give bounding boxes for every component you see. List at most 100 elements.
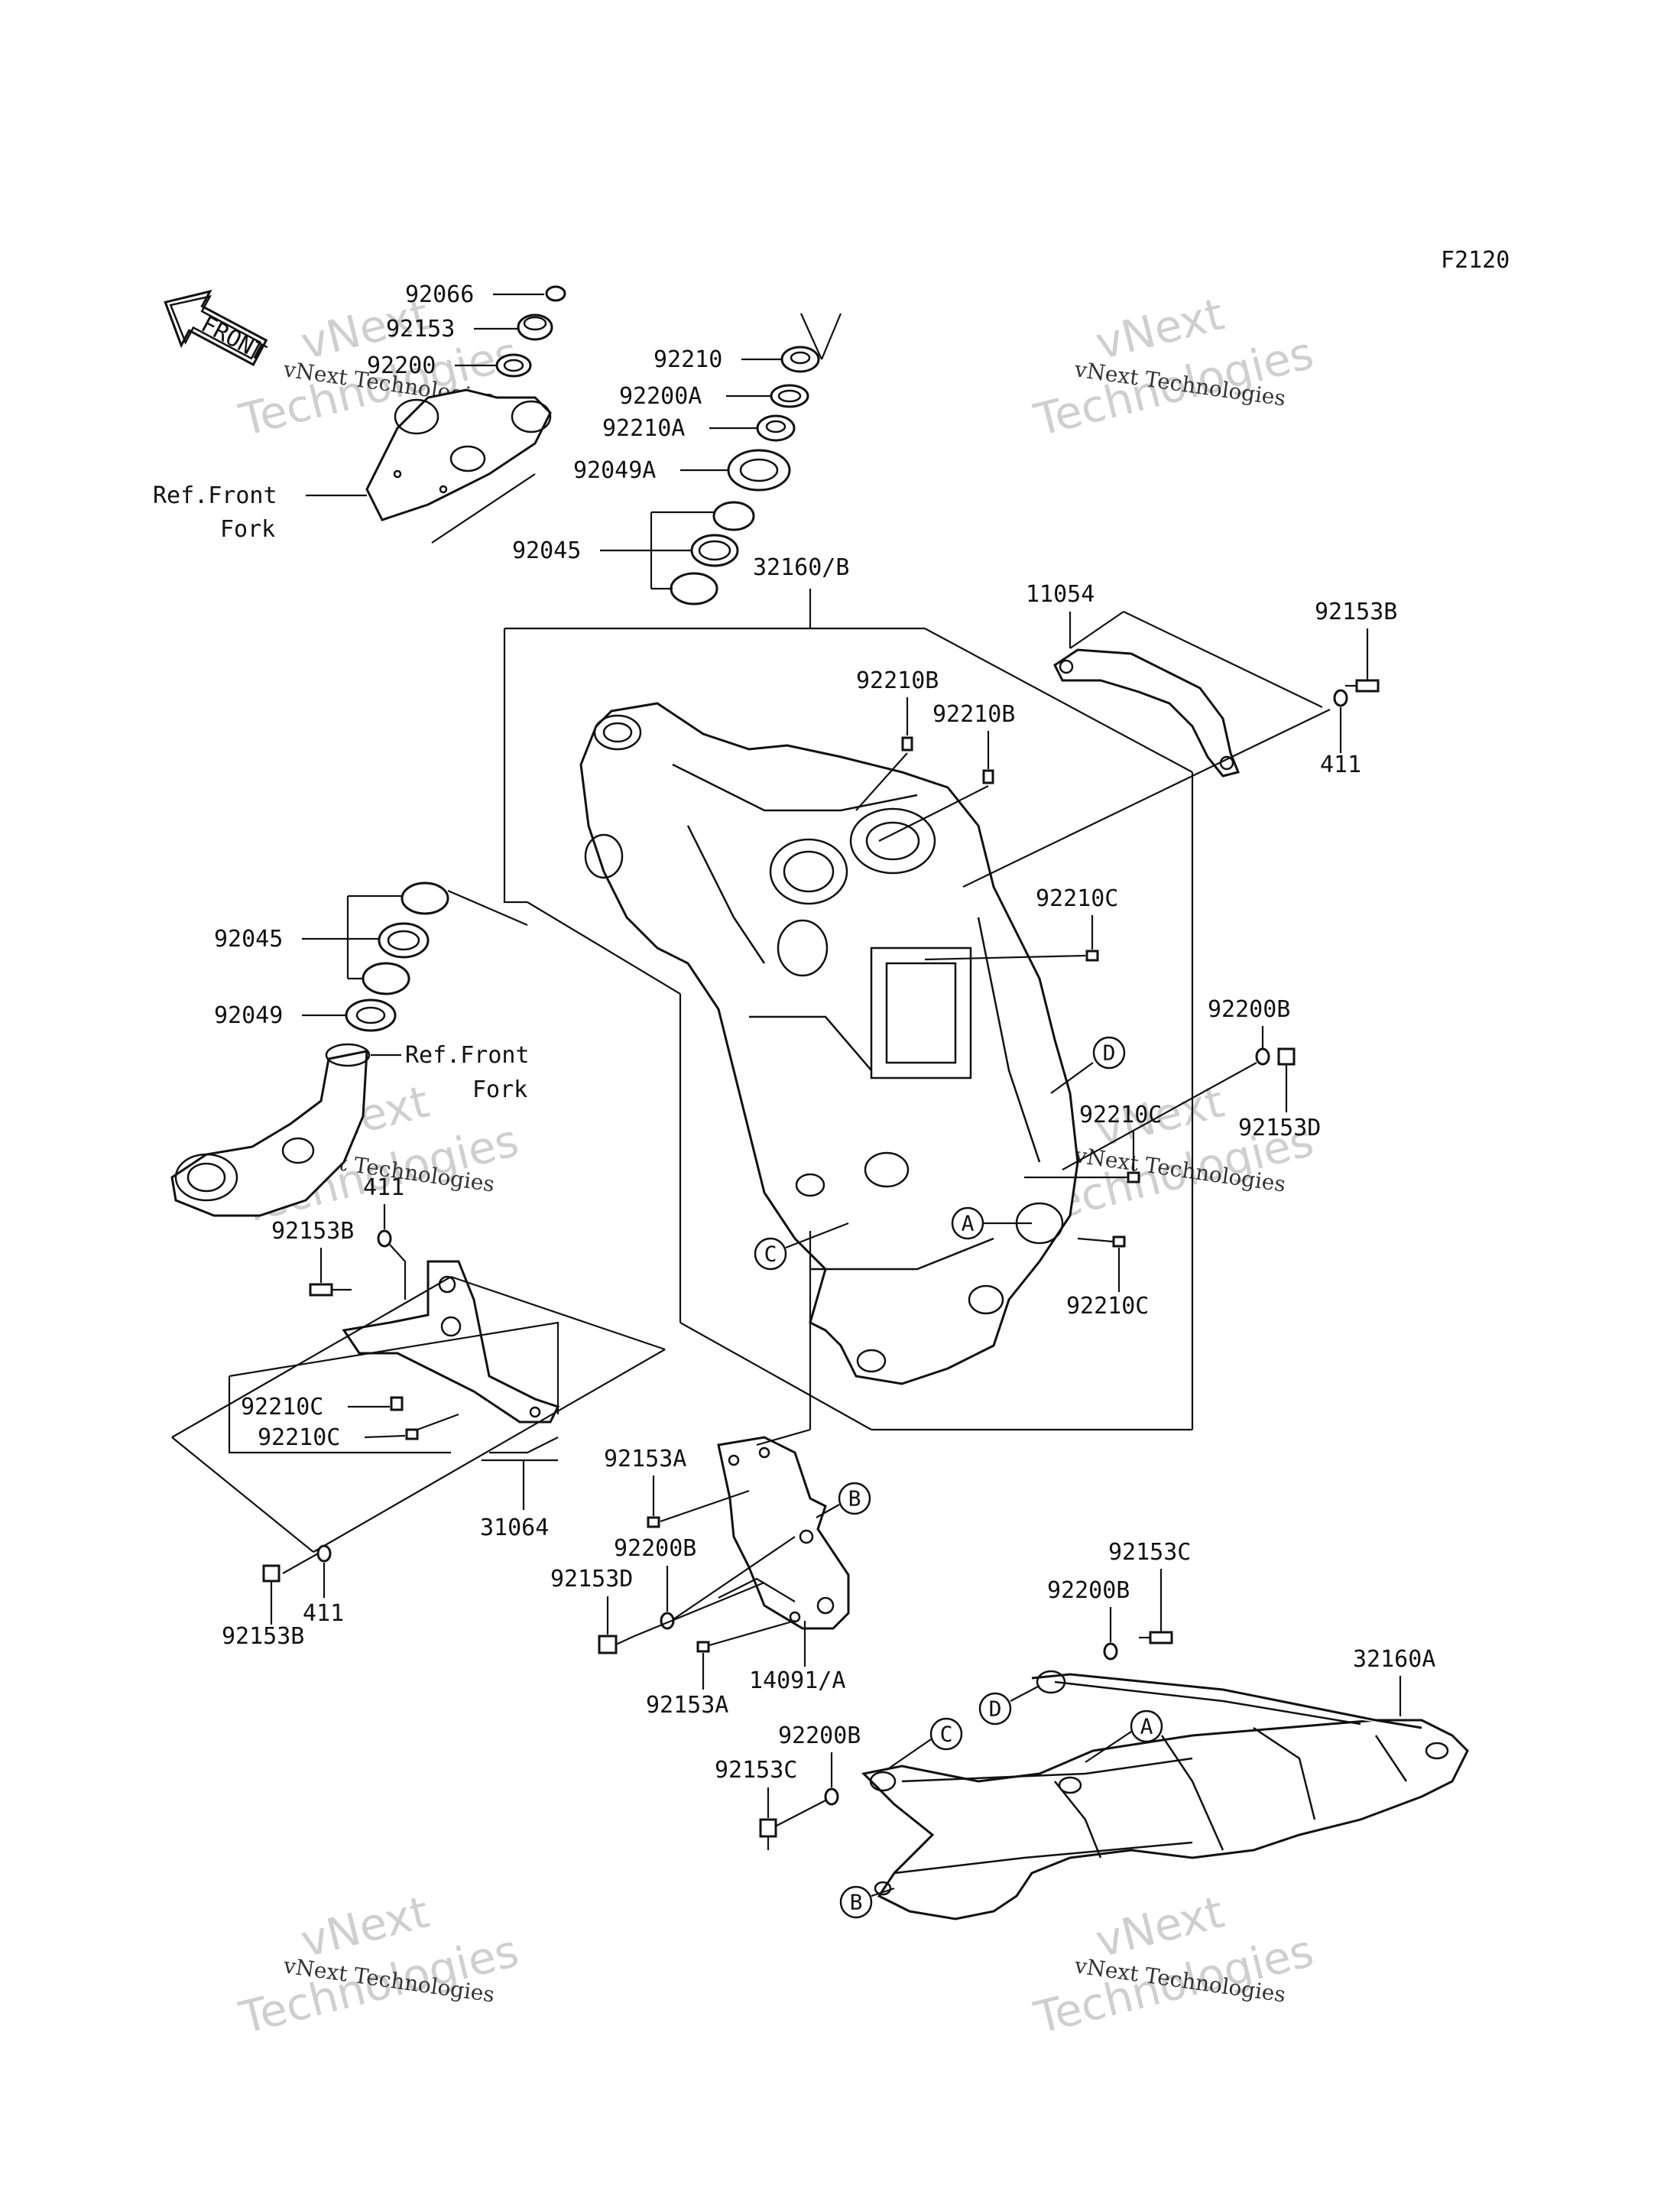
bracket-31064 [342,1260,560,1424]
bolt-92210B-2 [982,769,994,784]
bolt-92153B-bottom [262,1564,281,1605]
bolt-92210C-5 [405,1428,419,1440]
watermark-top-right: vNext Technologies vNext Technologies [1029,288,1318,446]
svg-text:D: D [989,1696,1002,1722]
bolt-92153B-mid [309,1283,352,1297]
label-92066: 92066 [405,281,474,308]
label-11054: 11054 [1026,581,1095,608]
bolt-92210C-3 [1112,1235,1126,1248]
label-92153D-right: 92153D [1238,1115,1321,1141]
label-92153A-1: 92153A [604,1446,686,1472]
bolt-92210C-4 [390,1396,404,1411]
label-31064: 31064 [480,1515,549,1541]
ref-marker-B-subframe: B [839,1885,895,1919]
washer-92200A [770,384,809,408]
front-arrow-icon: FRONT [164,289,270,367]
seal-92049 [345,998,397,1032]
screw-92153A-2 [696,1641,710,1653]
washer-92200B-right [1255,1047,1270,1066]
label-92210B-1: 92210B [856,667,939,694]
upper-triple-clamp [365,388,552,521]
screw-92153A-1 [647,1516,660,1528]
label-ref-front-fork-1a: Ref.Front [153,482,277,509]
ref-marker-A-subframe: A [1085,1709,1163,1763]
bolt-92153D-right [1277,1047,1296,1086]
ref-marker-B-cover: B [816,1482,871,1518]
label-ref-front-fork-1b: Fork [220,516,275,543]
svg-text:C: C [940,1722,953,1747]
label-92210C-2: 92210C [1079,1102,1162,1128]
label-92210A: 92210A [602,415,685,442]
bearing-92045-top [670,501,755,606]
seal-92049A [727,449,791,492]
cap-92066 [545,285,566,302]
label-92200B-right: 92200B [1208,996,1290,1023]
nut-92153 [517,313,553,341]
washer-92200 [495,353,532,378]
cover-14091A [717,1436,850,1630]
svg-text:B: B [848,1486,861,1511]
svg-text:D: D [1103,1041,1116,1066]
label-92210B-2: 92210B [932,701,1015,728]
washer-92200B-bottom [824,1787,839,1806]
bolt-92153D-mid [598,1635,635,1654]
label-92153B-bottom: 92153B [222,1623,304,1650]
label-32160A: 32160A [1353,1646,1435,1673]
label-92200B-right2: 92200B [1047,1577,1130,1604]
label-92153A-2: 92153A [646,1692,728,1719]
label-92200A: 92200A [619,383,702,410]
watermark-bottom-left: vNext Technologies vNext Technologies [234,1886,524,2044]
label-ref-front-fork-2a: Ref.Front [405,1042,530,1069]
label-92210C-5: 92210C [258,1424,340,1451]
svg-text:B: B [850,1890,863,1915]
bearing-92045-mid [362,881,449,995]
label-92200B-mid: 92200B [614,1535,696,1562]
label-92210C-3: 92210C [1066,1293,1149,1320]
label-92153B-top: 92153B [1315,599,1397,625]
ref-marker-D-subframe: D [978,1685,1040,1726]
label-92153: 92153 [386,316,455,343]
label-92153C-bottom: 92153C [715,1757,797,1784]
label-92153D-mid: 92153D [550,1566,633,1592]
bolt-92153C-right [1139,1631,1173,1644]
label-92210C-1: 92210C [1036,885,1118,912]
label-92210: 92210 [654,346,722,373]
label-14091A: 14091/A [749,1667,845,1694]
main-frame-32160B [579,702,1079,1385]
label-92049: 92049 [214,1002,283,1029]
washer-411-top [1333,689,1348,707]
svg-text:C: C [764,1242,777,1267]
washer-411-mid [377,1229,392,1248]
label-92200: 92200 [367,352,436,379]
lower-triple-clamp-stem [170,1043,371,1217]
washer-411-bottom [316,1544,332,1563]
bolt-92210C-1 [1085,950,1099,962]
ref-marker-A-frame: A [951,1206,1032,1240]
label-92045-mid: 92045 [214,926,283,953]
bolt-92210B-1 [901,736,913,752]
subframe-32160A [861,1670,1469,1920]
svg-text:A: A [962,1211,975,1236]
washer-92200B-right2 [1103,1642,1118,1661]
front-label: FRONT [196,311,270,367]
bolt-92210C-2 [1127,1171,1140,1183]
label-92045-top: 92045 [512,537,581,564]
locknut-92210A [756,414,796,442]
ref-marker-D-frame: D [1050,1036,1126,1094]
watermark-bottom-right: vNext Technologies vNext Technologies [1029,1886,1318,2044]
label-32160B: 32160/B [753,554,849,581]
bolt-92153B-top [1345,679,1380,693]
label-411-mid: 411 [363,1174,404,1201]
ref-marker-C-subframe: C [886,1717,963,1771]
label-92210C-4: 92210C [241,1394,323,1420]
diagram-code: F2120 [1441,247,1510,274]
svg-text:A: A [1140,1714,1153,1739]
label-92153B-mid: 92153B [271,1218,354,1245]
locknut-92210 [780,346,820,373]
label-411-top: 411 [1320,752,1361,778]
ref-marker-C-frame: C [754,1222,849,1271]
label-92200B-bottom: 92200B [778,1722,861,1749]
label-92153C-right: 92153C [1108,1539,1191,1566]
label-ref-front-fork-2b: Fork [472,1076,527,1103]
